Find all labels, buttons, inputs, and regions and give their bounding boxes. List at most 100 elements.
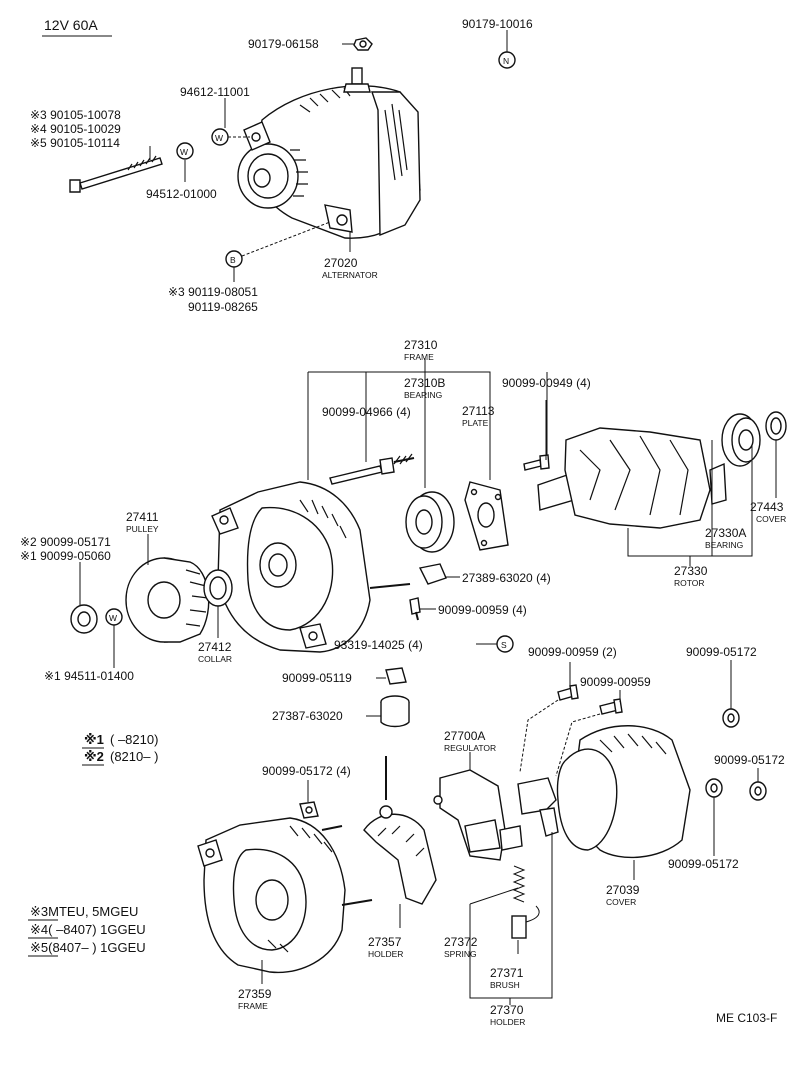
label-27359: 27359 — [238, 987, 272, 1001]
label-90099-00949: 90099-00949 (4) — [502, 376, 591, 390]
note-5: ※5(8407– ) 1GGEU — [30, 940, 146, 955]
note-2-mark: ※2 — [84, 749, 104, 764]
nut-90099-05172-4 — [299, 801, 319, 819]
marker-s-label: S — [501, 640, 507, 650]
label-27372: 27372 — [444, 935, 478, 949]
label-27310b: 27310B — [404, 376, 445, 390]
label-90099-00959-2: 90099-00959 (2) — [528, 645, 617, 659]
label-27411: 27411 — [126, 510, 159, 524]
caption-pulley: PULLEY — [126, 524, 159, 534]
label-94512-01000: 94512-01000 — [146, 187, 217, 201]
marker-w2-label: W — [180, 147, 188, 157]
nut-90099-05172-b — [749, 781, 767, 801]
caption-regulator: REGULATOR — [444, 743, 496, 753]
label-94511-01400: ※1 94511-01400 — [44, 669, 134, 683]
label-90105-10114: ※5 90105-10114 — [30, 136, 120, 150]
nut-90099-05172-a — [722, 708, 740, 728]
label-90099-05119: 90099-05119 — [282, 671, 352, 685]
caption-brush: BRUSH — [490, 980, 520, 990]
pulley-27411-drawing — [125, 557, 210, 643]
label-90099-05172-b: 90099-05172 — [714, 753, 785, 767]
caption-holder-27370: HOLDER — [490, 1017, 525, 1027]
note-3: ※3MTEU, 5MGEU — [30, 904, 138, 919]
label-90179-06158: 90179-06158 — [248, 37, 319, 51]
note-1-range: ( –8210) — [110, 732, 158, 747]
label-90099-00959-4: 90099-00959 (4) — [438, 603, 527, 617]
label-27020: 27020 — [324, 256, 358, 270]
caption-cover-27443: COVER — [756, 514, 786, 524]
collar-27412-drawing — [203, 569, 233, 607]
note-2-range: (8210– ) — [110, 749, 158, 764]
label-27113: 27113 — [462, 404, 495, 418]
caption-frame-top: FRAME — [404, 352, 434, 362]
applicability-notes: ※1 ( –8210) ※2 (8210– ) ※3MTEU, 5MGEU ※4… — [28, 732, 158, 957]
insulator-27389 — [418, 563, 447, 585]
label-90099-05172-a: 90099-05172 — [686, 645, 757, 659]
label-27443: 27443 — [750, 500, 784, 514]
caption-collar: COLLAR — [198, 654, 232, 664]
label-27330: 27330 — [674, 564, 708, 578]
label-27387-63020: 27387-63020 — [272, 709, 343, 723]
marker-n-label: N — [503, 56, 509, 66]
caption-rotor: ROTOR — [674, 578, 705, 588]
label-90099-00959: 90099-00959 — [580, 675, 651, 689]
caption-frame-bottom: FRAME — [238, 1001, 268, 1011]
marker-n-icon: N — [498, 51, 516, 69]
cover-27443-drawing — [765, 411, 787, 441]
label-90099-04966: 90099-04966 (4) — [322, 405, 411, 419]
label-94612-11001: 94612-11001 — [180, 85, 250, 99]
label-27039: 27039 — [606, 883, 640, 897]
part-labels: 90179-06158 90179-10016 94612-11001 ※3 9… — [20, 17, 786, 1027]
label-90099-05172-4: 90099-05172 (4) — [262, 764, 351, 778]
label-90179-10016: 90179-10016 — [462, 17, 533, 31]
rear-frame-27359-drawing — [197, 817, 373, 974]
marker-w2-icon: W — [176, 142, 194, 160]
marker-b-icon: B — [225, 250, 243, 268]
regulator-27700a-drawing — [433, 769, 523, 861]
stud-90099-04966 — [329, 453, 415, 485]
front-frame-drawing — [211, 481, 411, 653]
nut-90179-06158 — [353, 37, 373, 51]
note-1-mark: ※1 — [84, 732, 104, 747]
brush-27371-drawing — [511, 905, 540, 939]
label-27310: 27310 — [404, 338, 438, 352]
long-bolt-drawing — [69, 155, 163, 193]
label-93319-14025: 93319-14025 (4) — [334, 638, 423, 652]
nut-90099-05060 — [70, 604, 98, 634]
caption-spring: SPRING — [444, 949, 477, 959]
caption-alternator: ALTERNATOR — [322, 270, 378, 280]
caption-bearing-27330a: BEARING — [705, 540, 743, 550]
nut-90099-05172-c — [705, 778, 723, 798]
label-27389-63020: 27389-63020 (4) — [462, 571, 551, 585]
caption-plate: PLATE — [462, 418, 489, 428]
caption-bearing-27310b: BEARING — [404, 390, 442, 400]
label-90119-08051: ※3 90119-08051 — [168, 285, 258, 299]
marker-b-label: B — [230, 255, 236, 265]
marker-w-label: W — [215, 133, 223, 143]
label-90119-08265: 90119-08265 — [188, 300, 258, 314]
screw-90099-00959-2 — [557, 684, 579, 701]
label-90099-05172-c: 90099-05172 — [668, 857, 739, 871]
marker-s-icon: S — [496, 635, 514, 653]
label-27370: 27370 — [490, 1003, 524, 1017]
label-90099-05171: ※2 90099-05171 — [20, 535, 111, 549]
marker-w3-icon: W — [105, 608, 123, 626]
caption-cover-27039: COVER — [606, 897, 636, 907]
plate-27113-drawing — [464, 481, 509, 551]
label-27330a: 27330A — [705, 526, 746, 540]
label-27412: 27412 — [198, 640, 232, 654]
rotor-27330-drawing — [537, 427, 727, 529]
alternator-assembly-drawing — [237, 67, 421, 239]
rectifier-holder-27357-drawing — [363, 756, 437, 905]
spring-27372-drawing — [512, 865, 526, 903]
bearing-27330a-drawing — [721, 413, 761, 467]
label-90099-05060: ※1 90099-05060 — [20, 549, 111, 563]
screw-90099-00959 — [599, 698, 623, 715]
marker-w3-label: W — [109, 613, 117, 623]
label-27357: 27357 — [368, 935, 402, 949]
rear-cover-27039-drawing — [556, 725, 691, 859]
diagram-code: ME C103-F — [716, 1011, 777, 1025]
note-4: ※4( –8407) 1GGEU — [30, 922, 146, 937]
caption-holder-27357: HOLDER — [368, 949, 403, 959]
